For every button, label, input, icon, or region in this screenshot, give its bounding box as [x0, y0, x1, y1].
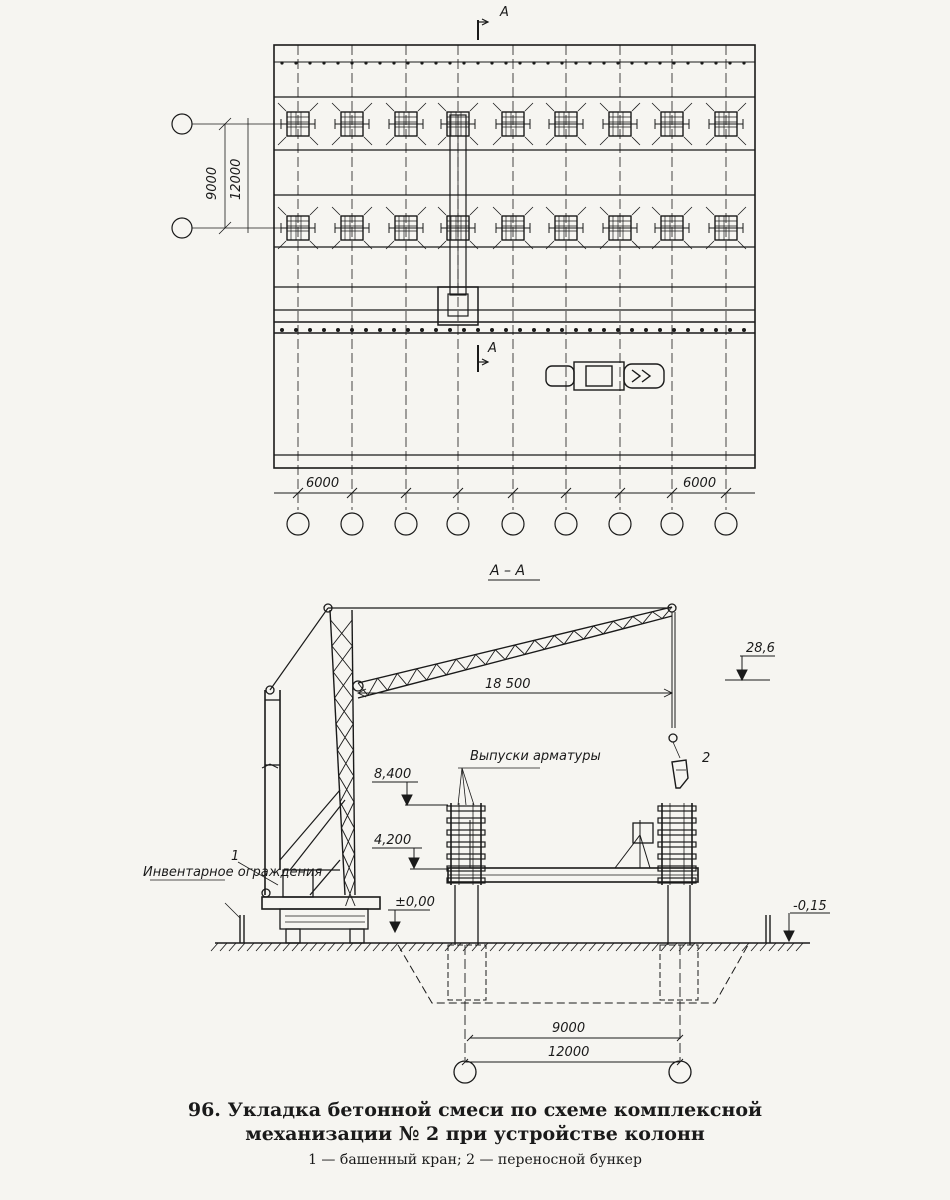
fence-right [765, 915, 771, 943]
elevation-marker-right [783, 912, 830, 943]
plan-axis-bubble-bottom-8 [660, 512, 684, 536]
section-mark-top-label: А [499, 5, 509, 20]
boom-reach-label: 18 500 [485, 677, 531, 692]
ground-line [210, 942, 810, 952]
excavation-pit [397, 944, 749, 1004]
plan-dot-row-middle [280, 328, 746, 332]
plan-column-formwork-row2-1 [277, 206, 319, 250]
plan-grid-axes [297, 45, 727, 510]
plan-dot-row-top [280, 61, 746, 65]
plan-column-formwork-row2-5 [492, 206, 534, 250]
dim-bottom-right: 6000 [683, 476, 716, 491]
foundation-left [447, 944, 487, 1001]
plan-column-formwork-row-1 [277, 102, 747, 146]
section-view [150, 603, 830, 1084]
foundation-right [659, 944, 699, 1001]
plan-column-formwork-row1-3 [385, 102, 427, 146]
elevation-marker-4200 [372, 847, 448, 870]
plan-axis-bubble-left-2 [171, 217, 193, 239]
plan-column-formwork-row2-7 [599, 206, 641, 250]
section-axis-bubble-left [453, 1060, 477, 1084]
plan-column-formwork-row2-3 [385, 206, 427, 250]
plan-outline [273, 44, 756, 469]
column-formwork-left [446, 803, 486, 885]
plan-column-formwork-row2-9 [705, 206, 747, 250]
plan-axis-bubble-bottom-9 [714, 512, 738, 536]
plan-column-formwork-row1-1 [277, 102, 319, 146]
fence-left [239, 915, 245, 943]
section-dim-inner: 9000 [552, 1021, 585, 1036]
section-mark-bottom [477, 345, 490, 372]
scaffold-platform [447, 820, 699, 883]
elevation-right-label: -0,15 [793, 899, 827, 914]
tower-crane[interactable] [261, 603, 681, 944]
section-mark-top [477, 18, 490, 40]
elevation-marker-zero [388, 909, 430, 934]
plan-axis-bubble-bottom-2 [340, 512, 364, 536]
section-title: А – А [489, 563, 525, 579]
elevation-4200-label: 4,200 [374, 833, 411, 848]
plan-axis-bubble-left-1 [171, 113, 193, 135]
callout-1-leader [237, 861, 279, 886]
section-axis-bubble-right [668, 1060, 692, 1084]
plan-axis-bubble-bottom-3 [394, 512, 418, 536]
plan-dimension-ticks [292, 487, 732, 499]
plan-column-formwork-row1-7 [599, 102, 641, 146]
dim-bottom-left: 6000 [306, 476, 339, 491]
plan-axis-bubble-bottom-4 [446, 512, 470, 536]
figure-caption: 96. Укладка бетонной смеси по схеме комп… [0, 1098, 950, 1168]
plan-tower-crane [437, 114, 479, 326]
rebar-label: Выпуски арматуры [470, 749, 601, 764]
elevation-zero-label: ±0,00 [395, 895, 435, 910]
plan-view: А А [171, 5, 756, 510]
caption-title: 96. Укладка бетонной смеси по схеме комп… [187, 1099, 763, 1145]
dim-vertical-outer: 12000 [229, 159, 244, 200]
concrete-bucket[interactable] [671, 759, 689, 789]
plan-column-formwork-row-2 [277, 206, 747, 250]
plan-axis-bubbles-bottom [286, 512, 738, 536]
plan-column-formwork-row1-8 [651, 102, 693, 146]
plan-column-formwork-row2-2 [331, 206, 373, 250]
elevation-8400-label: 8,400 [374, 767, 411, 782]
plan-column-formwork-row1-9 [705, 102, 747, 146]
column-right [667, 885, 691, 945]
plan-column-formwork-row2-6 [545, 206, 587, 250]
section-dimensions [461, 945, 684, 1066]
plan-axis-bubble-bottom-6 [554, 512, 578, 536]
elevation-marker-top [725, 655, 775, 682]
boom-reach-dimension [356, 688, 674, 698]
construction-drawing: А А 9000 12000 6000 6000 А – А [143, 5, 830, 1084]
plan-axis-bubble-bottom-1 [286, 512, 310, 536]
plan-column-formwork-row1-2 [331, 102, 373, 146]
plan-column-formwork-row2-8 [651, 206, 693, 250]
plan-axis-bubble-bottom-5 [501, 512, 525, 536]
rebar-label-leader [457, 767, 540, 806]
fence-label-leader [150, 879, 241, 919]
elevation-marker-8400 [372, 781, 448, 807]
callout-2: 2 [702, 751, 710, 766]
section-mark-bottom-label: А [487, 341, 497, 356]
plan-transport-vehicle [545, 361, 665, 391]
section-dim-outer: 12000 [548, 1045, 589, 1060]
plan-axis-bubble-bottom-7 [608, 512, 632, 536]
plan-column-formwork-row1-5 [492, 102, 534, 146]
dim-vertical-inner: 9000 [205, 167, 220, 200]
fence-label: Инвентарное ограждения [143, 865, 322, 880]
caption-legend: 1 — башенный кран; 2 — переносной бункер [308, 1152, 642, 1168]
callout-1: 1 [231, 849, 239, 864]
column-left [454, 885, 479, 945]
plan-column-formwork-row1-6 [545, 102, 587, 146]
elevation-top-label: 28,6 [746, 641, 775, 656]
column-formwork-right [657, 803, 697, 885]
